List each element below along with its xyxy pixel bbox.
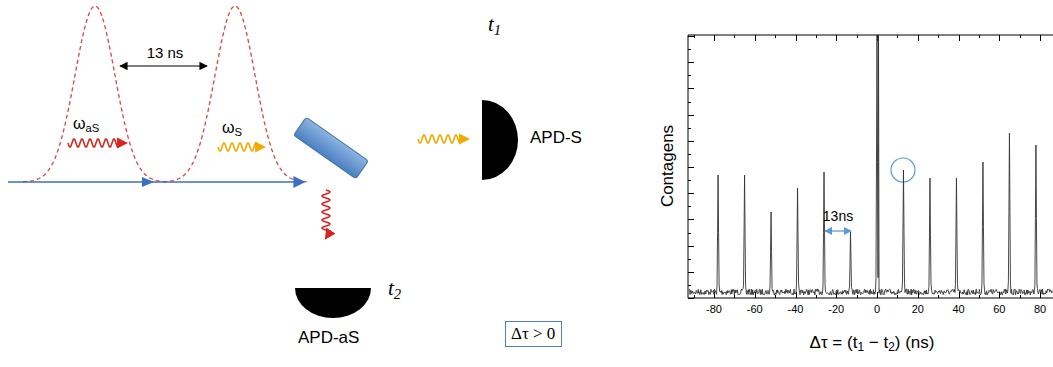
tick-label: 80 (1034, 303, 1046, 316)
frequency-label: ωaS (73, 115, 99, 135)
detector-name: APD-aS (298, 328, 359, 348)
delay-label: 13 ns (147, 44, 184, 61)
condition-text: Δτ > 0 (511, 324, 555, 344)
axis-title: Contagens (658, 125, 678, 207)
detector: t2APD-aS (288, 270, 428, 355)
pulse-envelope (23, 6, 167, 182)
tick-label: -60 (747, 303, 763, 316)
tick-label: 0 (874, 303, 880, 316)
detector-outline (468, 12, 608, 190)
time-label: t1 (488, 12, 501, 39)
tick-label: -80 (706, 303, 722, 316)
delay-arrow (120, 65, 207, 66)
period-arrow (825, 230, 851, 231)
tick-label: -40 (788, 303, 804, 316)
photon (68, 139, 126, 147)
detector-name: APD-S (530, 128, 582, 148)
laser-beam (8, 181, 303, 183)
time-label: t2 (388, 276, 401, 303)
detector-body (295, 288, 371, 318)
tick-label: 60 (993, 303, 1005, 316)
photon (218, 143, 264, 151)
frequency-label: ωS (222, 119, 242, 139)
chart-frame (688, 35, 1053, 298)
condition-box: Δτ > 0 (505, 321, 562, 347)
chart (688, 35, 1053, 299)
period-label: 13ns (823, 208, 853, 224)
tick-label: 20 (912, 303, 924, 316)
tick-label: 40 (952, 303, 964, 316)
beam-arrow (142, 177, 154, 187)
axis-title: Δτ = (t1 − t2) (ns) (810, 333, 935, 355)
count-trace (690, 35, 1053, 295)
tick-label: -20 (828, 303, 844, 316)
axis-ticks (688, 35, 1041, 299)
beam-splitter (294, 117, 369, 179)
pulse-envelope (163, 6, 307, 182)
detector-body (482, 100, 518, 180)
photon (322, 190, 330, 238)
detector: t1APD-S (468, 12, 608, 190)
photon (418, 135, 468, 143)
